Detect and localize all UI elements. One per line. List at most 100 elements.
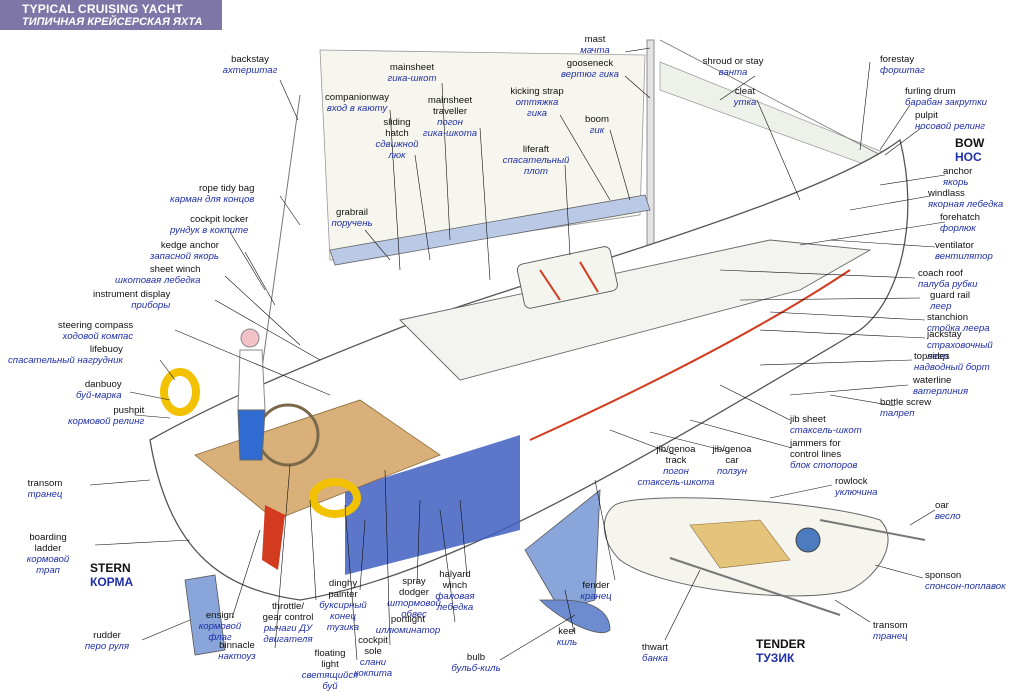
label-rudder-en: rudder [93,630,121,641]
label-tidybag-ru: карман для концов [170,194,255,205]
furled-jib [659,61,891,171]
crew-legs [237,409,266,461]
label-tender-en: TENDER [756,637,806,651]
label-bulb-en: bulb [466,652,486,663]
label-ensign-en: ensign [205,610,235,621]
label-coachroof-en: coach roof [918,268,963,279]
label-traveller-ru: погон гика-шкота [422,117,478,139]
label-winch-en: sheet winch [149,264,201,275]
label-bulb-ru: бульб-киль [451,663,501,674]
label-guardrail-en: guard rail [930,290,970,301]
label-jibcar-en: jib/genoa car [712,444,752,466]
title-banner: TYPICAL CRUISING YACHT ТИПИЧНАЯ КРЕЙСЕРС… [0,0,222,30]
label-danbuoy-ru: буй-марка [76,390,122,401]
label-kedge-en: kedge anchor [160,240,219,251]
label-lifebuoy-en: lifebuoy [89,344,123,355]
label-dinghy-en: dinghy painter [328,578,358,600]
label-instrument-ru: приборы [131,300,171,311]
label-floatlight-en: floating light [314,648,346,670]
label-forehatch-ru: форлюк [940,223,976,234]
label-hatch-en: sliding hatch [383,117,411,139]
liferaft-strap [539,269,561,301]
leader-lines [89,47,946,661]
mainsail [319,49,646,261]
label-jammers-en: jammers for control lines [790,438,842,460]
label-kicking-ru: оттяжка гика [515,97,559,119]
label-keel-en: keel [558,626,576,637]
label-gooseneck-en: gooseneck [566,58,614,69]
label-topsides-en: topsides [914,351,950,362]
label-tender-ru: ТУЗИК [756,651,795,665]
label-rudder-ru: перо руля [84,641,130,652]
label-traveller-en: mainsheet traveller [427,95,473,117]
label-sole-ru: слани кокпита [353,657,393,679]
label-forestay-en: forestay [880,54,915,65]
topsides-panel [345,435,520,575]
label-portlight-en: portlight [390,614,426,625]
label-locker-ru: рундук в кокпите [170,225,249,236]
label-kicking-en: kicking strap [510,86,564,97]
label-rowlock-ru: уключина [835,487,878,498]
title-ru: ТИПИЧНАЯ КРЕЙСЕРСКАЯ ЯХТА [22,16,203,28]
keel-bulb [539,599,611,634]
coach-roof [399,239,872,381]
label-bow-ru: НОС [955,150,982,164]
label-jammers-ru: блок стопоров [790,460,858,471]
floating-ring [309,478,361,518]
tender-oar [669,557,841,616]
label-fender-en: fender [582,580,610,591]
label-waterline-ru: ватерлиния [913,386,969,397]
label-transom2-en: transom [873,620,908,631]
label-bottlescrew-en: bottle screw [880,397,932,408]
label-compass-en: steering compass [58,320,134,331]
label-windlass-en: windlass [928,188,965,199]
label-windlass-ru: якорная лебедка [928,199,1004,210]
label-topsides-ru: надводный борт [914,362,990,373]
lifebuoy-ring [160,368,200,416]
label-ventilator-ru: вентилятор [935,251,993,262]
label-throttle-en: throttle/ gear control [262,601,314,623]
label-pulpit-en: pulpit [915,110,938,121]
label-sponson-en: sponson [925,570,962,581]
cockpit-deck [194,399,441,521]
label-forehatch-en: forehatch [940,212,981,223]
outboard-motor [795,527,821,553]
crew-body [237,349,266,411]
label-jibtrack-en: jib/genoa track [656,444,696,466]
label-rowlock-en: rowlock [835,476,868,487]
label-stanchion-en: stanchion [927,312,969,323]
label-halyard-en: halyard winch [439,569,471,591]
label-pushpit-en: pushpit [113,405,145,416]
label-shroud-en: shroud or stay [702,56,764,67]
label-sponson-ru: спонсон-поплавок [925,581,1006,592]
ensign-flag [262,505,285,570]
forestay-line [659,39,891,161]
label-bottlescrew-ru: талреп [880,408,915,419]
label-boom-ru: гик [589,125,605,136]
